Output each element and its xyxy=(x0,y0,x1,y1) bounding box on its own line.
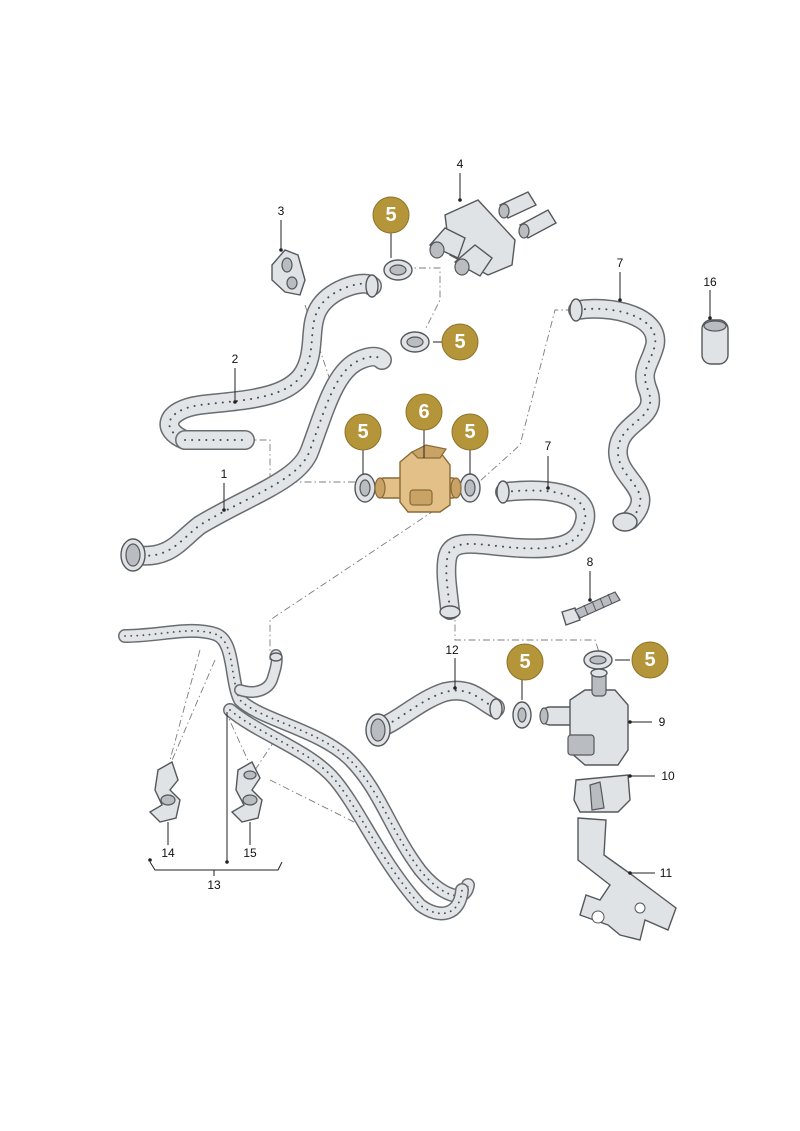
clip-5-top[interactable] xyxy=(383,259,413,281)
label-3: 3 xyxy=(278,204,285,218)
label-7-lower: 7 xyxy=(545,439,552,453)
badge-5-right[interactable]: 5 xyxy=(451,413,489,451)
label-15: 15 xyxy=(243,846,257,860)
bracket-10[interactable] xyxy=(573,774,631,813)
pump-9[interactable] xyxy=(539,668,629,766)
badge-5-pump-left-text: 5 xyxy=(519,651,530,673)
badge-6[interactable]: 6 xyxy=(405,393,443,431)
label-14: 14 xyxy=(161,846,175,860)
valve-6[interactable] xyxy=(374,444,462,513)
label-12: 12 xyxy=(445,643,459,657)
clip-5-left[interactable] xyxy=(354,473,376,503)
clip-15[interactable] xyxy=(230,761,263,823)
hose-7-lower[interactable] xyxy=(436,480,596,620)
plug-16[interactable] xyxy=(701,319,729,365)
clip-5-pump-left[interactable] xyxy=(512,701,532,729)
hose-1[interactable] xyxy=(120,346,392,572)
label-16: 16 xyxy=(703,275,717,289)
badge-5-mid-text: 5 xyxy=(454,331,465,353)
grommet-4[interactable] xyxy=(428,191,557,277)
badge-5-pump-left[interactable]: 5 xyxy=(506,643,544,681)
badge-5-left[interactable]: 5 xyxy=(344,413,382,451)
hose-12[interactable] xyxy=(365,680,505,747)
label-1: 1 xyxy=(221,467,228,481)
badge-6-text: 6 xyxy=(418,401,429,423)
hose-2[interactable] xyxy=(159,273,382,450)
badge-5-top[interactable]: 5 xyxy=(372,196,410,234)
badge-5-left-text: 5 xyxy=(357,421,368,443)
label-7-upper: 7 xyxy=(617,256,624,270)
badge-5-pump-right-text: 5 xyxy=(644,649,655,671)
label-8: 8 xyxy=(587,555,594,569)
part-number-labels: 1 2 3 4 7 7 8 9 10 11 12 13 14 15 16 xyxy=(161,157,717,892)
label-4: 4 xyxy=(457,157,464,171)
clip-5-pump-right[interactable] xyxy=(583,650,613,670)
label-11: 11 xyxy=(660,866,673,880)
badge-5-pump-right[interactable]: 5 xyxy=(631,641,669,679)
bracket-11[interactable] xyxy=(577,817,677,941)
label-2: 2 xyxy=(232,352,239,366)
clip-14[interactable] xyxy=(148,760,181,823)
hose-13[interactable] xyxy=(118,623,475,921)
badge-5-right-text: 5 xyxy=(464,421,475,443)
badge-5-mid[interactable]: 5 xyxy=(441,323,479,361)
label-10: 10 xyxy=(661,769,675,783)
screw-8[interactable] xyxy=(561,591,621,626)
bracket-3[interactable] xyxy=(271,249,306,296)
callout-lines xyxy=(148,173,712,876)
badge-5-top-text: 5 xyxy=(385,204,396,226)
label-13: 13 xyxy=(207,878,221,892)
label-9: 9 xyxy=(659,715,666,729)
clip-5-right[interactable] xyxy=(459,473,481,503)
hose-7-upper[interactable] xyxy=(568,298,666,532)
clip-5-mid[interactable] xyxy=(400,331,430,353)
